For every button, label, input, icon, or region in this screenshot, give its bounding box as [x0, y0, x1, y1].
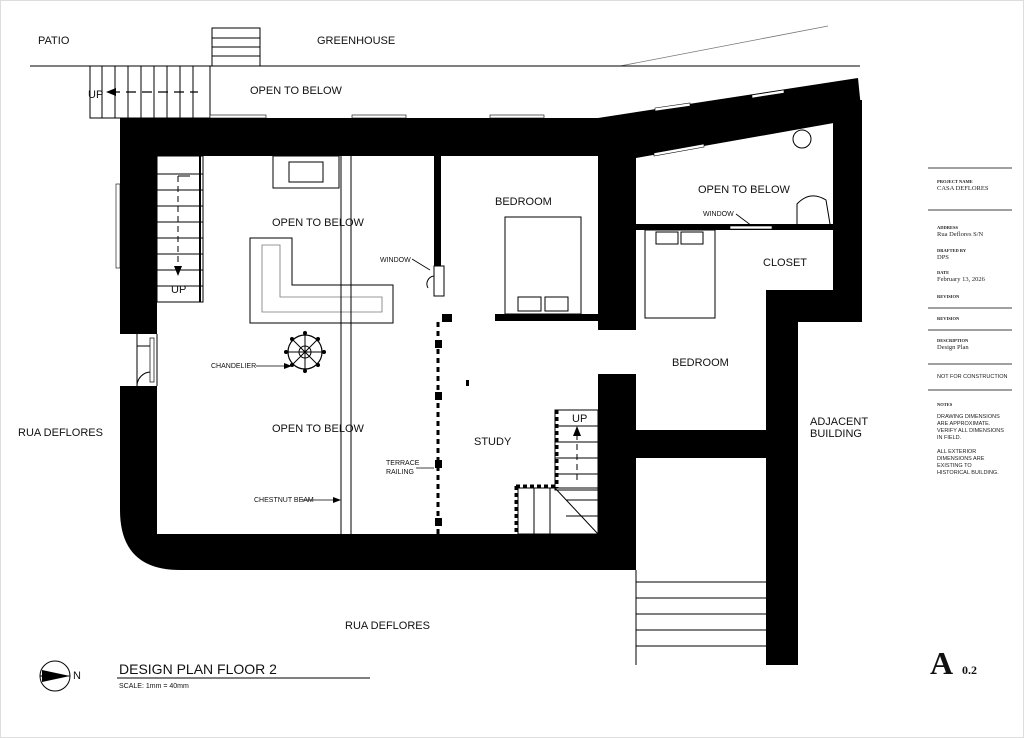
label-open-left-top: OPEN TO BELOW [272, 217, 365, 229]
svg-text:REVISION: REVISION [937, 316, 960, 321]
bed-top [504, 216, 582, 315]
label-up-study: UP [572, 413, 587, 425]
label-study: STUDY [474, 436, 512, 448]
label-up-top: UP [88, 89, 103, 101]
label-rua-bottom: RUA DEFLORES [345, 620, 430, 632]
label-open-left-bottom: OPEN TO BELOW [272, 423, 365, 435]
label-north: N [73, 670, 81, 682]
drawing-title: DESIGN PLAN FLOOR 2 [119, 661, 277, 677]
room-labels: PATIO GREENHOUSE OPEN TO BELOW UP OPEN T… [18, 35, 868, 632]
label-railing: RAILING [386, 469, 414, 476]
sink-basin [288, 161, 324, 183]
drawing-date: February 13, 2026 [937, 276, 986, 283]
north-arrow-icon [42, 670, 70, 682]
label-adjacent: ADJACENT [810, 416, 868, 428]
svg-text:ADDRESS: ADDRESS [937, 225, 959, 230]
svg-text:DRAWING DIMENSIONS: DRAWING DIMENSIONS [937, 414, 1000, 420]
svg-text:VERIFY ALL DIMENSIONS: VERIFY ALL DIMENSIONS [937, 428, 1004, 434]
svg-text:EXISTING TO: EXISTING TO [937, 463, 972, 469]
greenhouse-steps [211, 27, 261, 67]
terrace-railing [435, 322, 469, 534]
sink-counter [272, 155, 340, 189]
project-address: Rua Deflores S/N [937, 231, 984, 238]
drawing-description: Design Plan [937, 344, 969, 351]
project-name: CASA DEFLORES [937, 185, 989, 192]
chestnut-beam [340, 156, 352, 534]
svg-text:NOTES: NOTES [937, 402, 953, 407]
bath-sink [792, 129, 812, 149]
label-window-right: WINDOW [703, 211, 734, 218]
not-for-construction: NOT FOR CONSTRUCTION [937, 374, 1008, 380]
label-open-right: OPEN TO BELOW [698, 184, 791, 196]
walls [120, 78, 862, 665]
svg-text:DESCRIPTION: DESCRIPTION [937, 338, 969, 343]
wall-windows [115, 89, 785, 269]
label-window-left: WINDOW [380, 257, 411, 264]
label-up-left: UP [171, 284, 186, 296]
label-rua-left: RUA DEFLORES [18, 427, 103, 439]
sheet-number: 0.2 [962, 663, 977, 677]
svg-text:DATE: DATE [937, 270, 949, 275]
side-title-block: PROJECT NAME CASA DEFLORES ADDRESS Rua D… [928, 167, 1012, 476]
svg-text:DRAFTED BY: DRAFTED BY [937, 248, 967, 253]
label-open-top: OPEN TO BELOW [250, 85, 343, 97]
svg-text:PROJECT NAME: PROJECT NAME [937, 179, 973, 184]
left-stair [156, 155, 204, 303]
bed-right [644, 229, 716, 319]
svg-text:REVISION: REVISION [937, 294, 960, 299]
svg-text:HISTORICAL BUILDING.: HISTORICAL BUILDING. [937, 470, 999, 476]
leader-lines [256, 213, 753, 503]
left-door [136, 337, 155, 387]
drafted-by: DPS [937, 254, 949, 261]
toilet [796, 195, 831, 225]
study-window [426, 265, 445, 297]
svg-text:DIMENSIONS ARE: DIMENSIONS ARE [937, 456, 985, 462]
label-closet: CLOSET [763, 257, 807, 269]
label-terrace: TERRACE [386, 460, 420, 467]
drawing-title-block: N DESIGN PLAN FLOOR 2 SCALE: 1mm = 40mm … [39, 645, 977, 692]
label-building: BUILDING [810, 428, 862, 440]
label-bedroom-right: BEDROOM [672, 357, 729, 369]
label-patio: PATIO [38, 35, 70, 47]
chandelier-icon [284, 331, 326, 373]
street-steps [635, 570, 766, 665]
drawing-scale: SCALE: 1mm = 40mm [119, 683, 189, 690]
sheet-letter: A [930, 645, 953, 681]
svg-text:ALL EXTERIOR: ALL EXTERIOR [937, 449, 976, 455]
svg-text:IN FIELD.: IN FIELD. [937, 435, 962, 441]
svg-text:ARE APPROXIMATE.: ARE APPROXIMATE. [937, 421, 991, 427]
sofa [249, 237, 394, 324]
label-chestnut-beam: CHESTNUT BEAM [254, 497, 314, 504]
label-chandelier: CHANDELIER [211, 363, 256, 370]
site-lines [30, 25, 860, 665]
top-stair [89, 65, 211, 119]
label-greenhouse: GREENHOUSE [317, 35, 395, 47]
study-stair [514, 409, 599, 535]
label-bedroom-top: BEDROOM [495, 196, 552, 208]
